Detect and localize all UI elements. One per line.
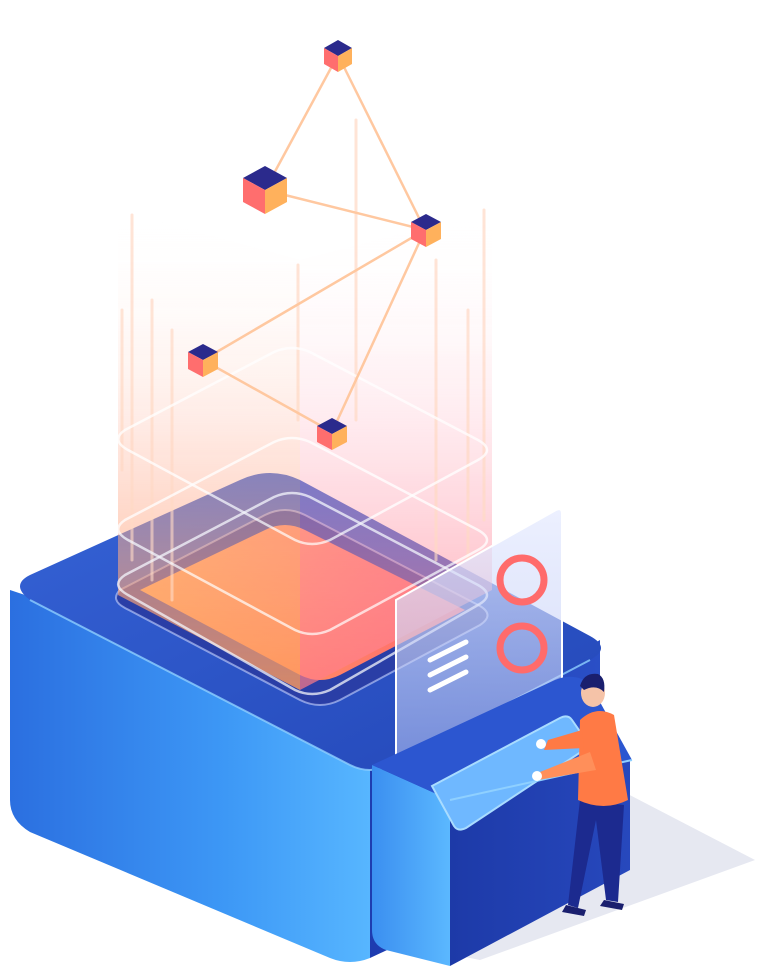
network-cube-icon [317, 418, 347, 450]
person-shirt [578, 711, 628, 806]
person-hair [580, 673, 605, 692]
person-arm [544, 730, 584, 750]
network-cube-icon [411, 214, 441, 247]
person-arm-lower [538, 752, 596, 780]
network-graph [188, 40, 441, 450]
person [532, 673, 628, 916]
progress-ring-icon [496, 554, 548, 606]
network-cube-icon [324, 40, 352, 72]
network-cube-icon [243, 166, 287, 214]
person-legs [568, 800, 624, 908]
console-front [372, 765, 450, 966]
progress-ring-icon [496, 622, 548, 674]
menu-lines-icon [427, 639, 469, 693]
network-cube-icon [188, 344, 218, 377]
base-left-face [10, 590, 370, 962]
